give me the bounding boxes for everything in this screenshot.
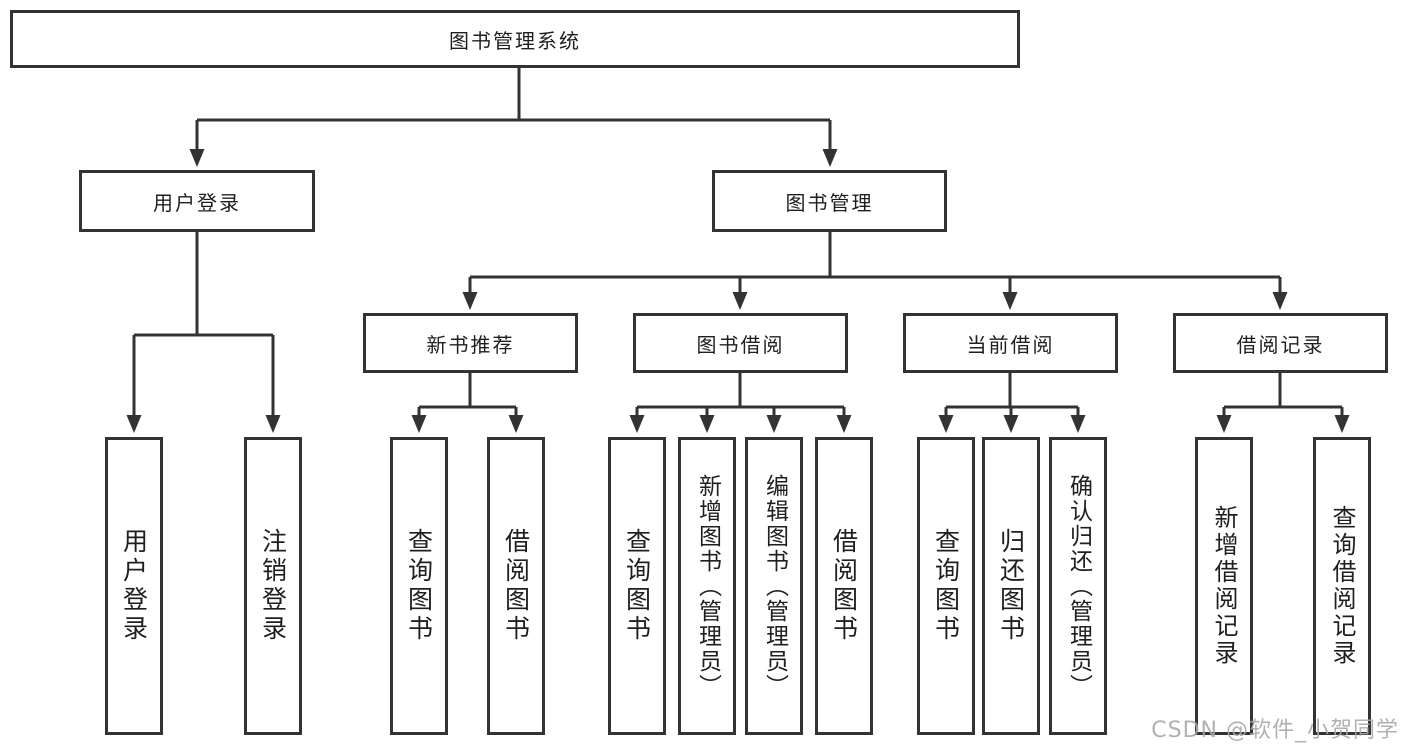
node-leaf-logout: 注销登录 bbox=[244, 437, 302, 735]
node-leaf-edit-book-admin: 编辑图书（管理员） bbox=[745, 437, 803, 735]
node-borrow-records: 借阅记录 bbox=[1173, 313, 1388, 373]
node-book-management-module: 图书管理 bbox=[712, 170, 947, 232]
node-leaf-query-books-3: 查询图书 bbox=[917, 437, 975, 735]
node-leaf-borrow-books-1: 借阅图书 bbox=[487, 437, 545, 735]
node-leaf-add-borrow-record: 新增借阅记录 bbox=[1195, 437, 1253, 735]
node-current-borrow: 当前借阅 bbox=[903, 313, 1118, 373]
node-leaf-confirm-return-admin: 确认归还（管理员） bbox=[1049, 437, 1107, 735]
node-leaf-add-book-admin: 新增图书（管理员） bbox=[678, 437, 736, 735]
node-user-login-module: 用户登录 bbox=[79, 170, 315, 232]
node-root-library-system: 图书管理系统 bbox=[10, 10, 1020, 68]
node-leaf-query-books-2: 查询图书 bbox=[608, 437, 666, 735]
node-new-book-recommend: 新书推荐 bbox=[363, 313, 578, 373]
node-leaf-query-borrow-record: 查询借阅记录 bbox=[1313, 437, 1371, 735]
node-leaf-query-books-1: 查询图书 bbox=[390, 437, 448, 735]
node-leaf-user-login: 用户登录 bbox=[105, 437, 163, 735]
node-leaf-borrow-books-2: 借阅图书 bbox=[815, 437, 873, 735]
csdn-watermark: CSDN @软件_小贺同学 bbox=[1151, 718, 1399, 743]
node-book-borrow: 图书借阅 bbox=[633, 313, 848, 373]
node-leaf-return-book: 归还图书 bbox=[982, 437, 1040, 735]
